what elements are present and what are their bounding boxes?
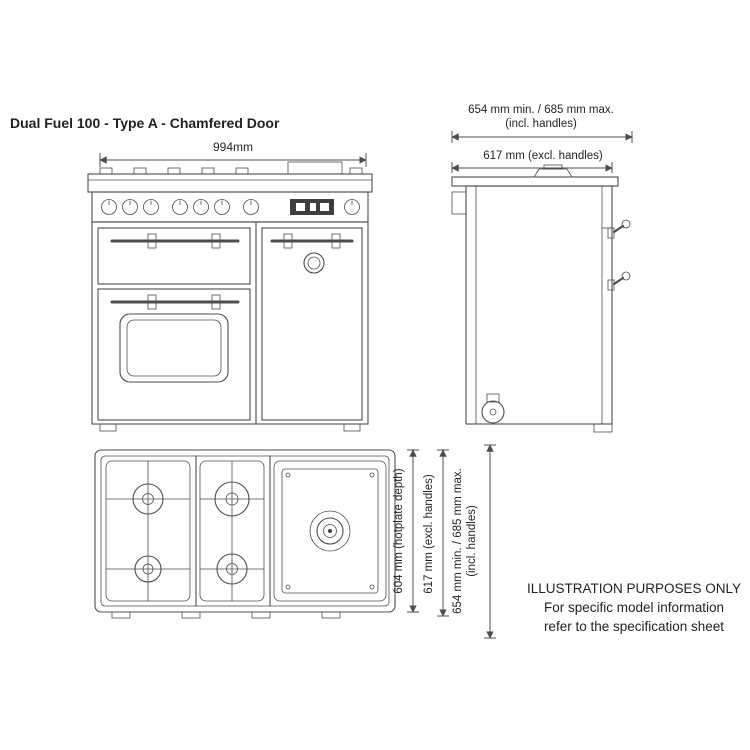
top-view: 604 mm (hotplate depth) 617 mm (excl. ha… <box>94 444 496 639</box>
griddle-plate <box>287 161 343 175</box>
wok-burner-section <box>273 460 387 602</box>
oven-window-outer <box>119 313 229 383</box>
screw <box>285 472 291 478</box>
hotplate-depth-dimension: 604 mm (hotplate depth) <box>393 449 419 613</box>
note-line-3: refer to the specification sheet <box>544 619 724 634</box>
side-hob-top <box>451 176 619 187</box>
pan-support <box>167 167 181 175</box>
front-cooker-drawing <box>87 161 373 432</box>
front-view: 994mm <box>87 140 373 432</box>
side-view: 654 mm min. / 685 mm max. (incl. handles… <box>451 104 633 433</box>
control-knob <box>172 199 188 215</box>
front-width-label: 994mm <box>213 140 253 154</box>
pan-support <box>235 167 249 175</box>
side-depth-incl-label-1: 654 mm min. / 685 mm max. <box>468 104 614 116</box>
cooker-body <box>91 221 369 425</box>
pan-support <box>349 167 363 175</box>
pan-support <box>99 167 113 175</box>
top-depth-excl-dimension: 617 mm (excl. handles) <box>423 449 449 617</box>
pan-support-grid <box>199 460 265 602</box>
disclaimer-note: ILLUSTRATION PURPOSES ONLY For specific … <box>527 581 741 634</box>
control-knob <box>122 199 138 215</box>
side-depth-incl-dimension: 654 mm min. / 685 mm max. (incl. handles… <box>451 104 633 143</box>
side-body <box>465 185 613 425</box>
hob-front-band <box>87 173 373 193</box>
pan-support <box>201 167 215 175</box>
clock-display <box>290 199 334 215</box>
control-knob <box>101 199 117 215</box>
front-tab <box>251 611 271 619</box>
screw <box>369 584 375 590</box>
wok-burner <box>309 510 351 552</box>
foot <box>99 423 117 432</box>
gas-burner <box>214 481 250 517</box>
front-tab <box>181 611 201 619</box>
top-depth-incl-label-1: 654 mm min. / 685 mm max. <box>452 468 464 614</box>
hob-outline <box>94 449 396 613</box>
control-knob <box>193 199 209 215</box>
foot <box>343 423 361 432</box>
gas-burner <box>132 483 164 515</box>
side-depth-excl-dimension: 617 mm (excl. handles) <box>451 150 613 173</box>
caster-wheel <box>481 400 505 424</box>
control-knob <box>344 199 360 215</box>
side-burner-profile <box>533 168 573 178</box>
note-line-2: For specific model information <box>544 600 724 615</box>
side-door-handle <box>607 219 631 239</box>
caster-bracket <box>486 393 500 403</box>
top-depth-incl-dimension: 654 mm min. / 685 mm max. (incl. handles… <box>452 444 496 639</box>
top-depth-excl-label: 617 mm (excl. handles) <box>423 474 435 594</box>
gas-burner <box>216 553 248 585</box>
pan-support <box>133 167 147 175</box>
hotplate-depth-label: 604 mm (hotplate depth) <box>393 468 405 593</box>
control-knob <box>143 199 159 215</box>
side-depth-incl-label-2: (incl. handles) <box>505 118 577 130</box>
right-oven-door <box>261 227 363 421</box>
side-burner-cap <box>543 164 563 170</box>
screw <box>369 472 375 478</box>
front-tab <box>321 611 341 619</box>
side-cooker-drawing <box>451 164 631 433</box>
grill-door <box>97 227 251 285</box>
front-width-dimension: 994mm <box>99 140 367 167</box>
side-flue-vent <box>451 191 467 215</box>
brand-badge <box>303 252 325 274</box>
oven-window-inner <box>126 319 222 377</box>
control-knob <box>214 199 230 215</box>
control-knobs <box>101 199 360 215</box>
control-knob <box>243 199 259 215</box>
pan-support-grid <box>105 460 191 602</box>
hob-plan-drawing <box>94 449 396 619</box>
note-line-1: ILLUSTRATION PURPOSES ONLY <box>527 581 741 596</box>
side-depth-excl-label: 617 mm (excl. handles) <box>483 150 603 162</box>
front-tab <box>111 611 131 619</box>
hob-inner-rim <box>100 455 390 607</box>
gas-burner <box>134 555 162 583</box>
screw <box>285 584 291 590</box>
side-door-handle <box>607 271 631 291</box>
foot <box>593 423 613 433</box>
main-oven-door <box>97 288 251 421</box>
top-depth-incl-label-2: (incl. handles) <box>466 505 478 577</box>
diagram-title: Dual Fuel 100 - Type A - Chamfered Door <box>10 115 280 131</box>
griddle-plate-plan <box>281 468 379 594</box>
